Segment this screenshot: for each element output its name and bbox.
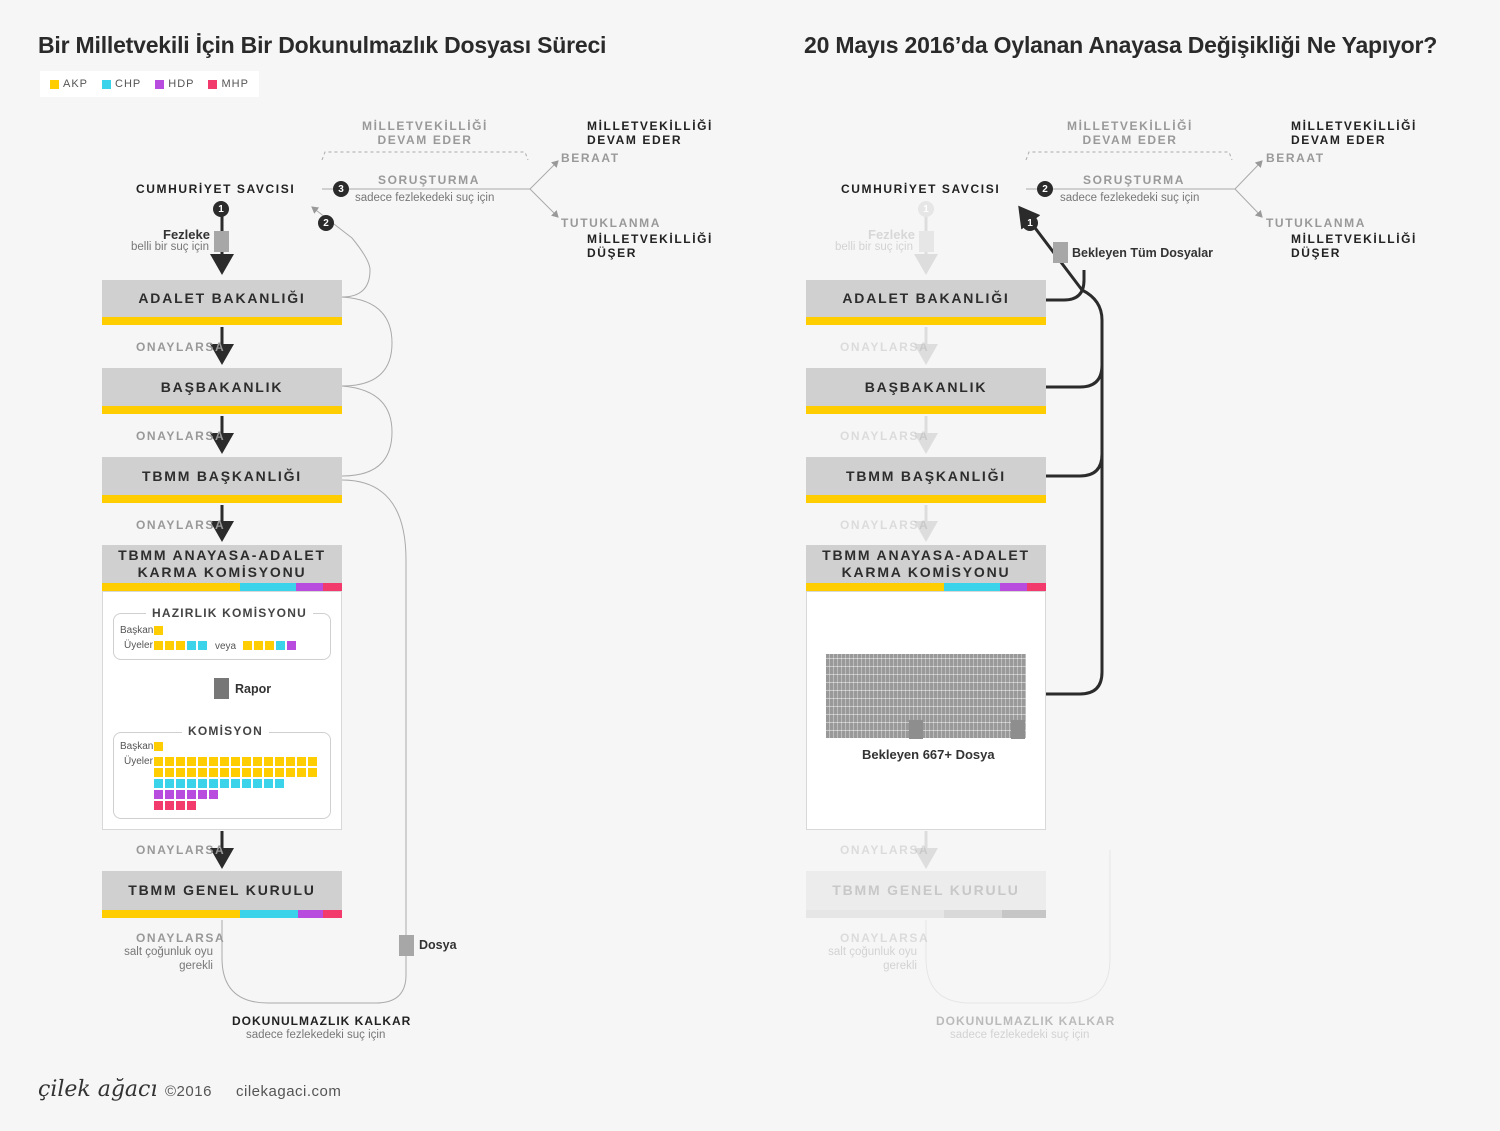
sorusturma-note: sadece fezlekedeki suç için	[355, 192, 495, 204]
legend-akp: AKP	[50, 78, 88, 90]
komisyon-baskan-seat	[154, 742, 163, 751]
right-tbmm-baskanligi-bar	[806, 495, 1046, 503]
right-step-1-badge: 1	[1022, 215, 1038, 231]
onaylarsa-4: ONAYLARSA	[136, 843, 226, 857]
karma-komisyon-bar	[102, 583, 342, 591]
salt-cogunluk-note: salt çoğunluk oyu gerekli	[124, 946, 213, 972]
dokunulmazlik-kalkar-label: DOKUNULMAZLIK KALKAR	[232, 1014, 412, 1028]
fezleke-note: belli bir suç için	[131, 241, 209, 253]
fezleke-label: Fezleke	[163, 227, 210, 242]
bekleyen-667-label: Bekleyen 667+ Dosya	[862, 747, 995, 762]
pending-file-icon-b	[1011, 720, 1025, 739]
right-genel-kurul-bar	[806, 910, 1046, 918]
bekleyen-tum-doc-icon	[1053, 242, 1068, 263]
devam-eder-label: MİLLETVEKİLLİĞİ DEVAM EDER	[587, 119, 713, 147]
legend-hdp: HDP	[155, 78, 194, 90]
right-sorusturma-note: sadece fezlekedeki suç için	[1060, 192, 1200, 204]
right-onaylarsa-4: ONAYLARSA	[840, 843, 930, 857]
right-step-2-badge: 2	[1037, 181, 1053, 197]
step-2-badge: 2	[318, 215, 334, 231]
fezleke-doc-icon	[214, 231, 229, 252]
left-title: Bir Milletvekili İçin Bir Dokunulmazlık …	[38, 32, 607, 58]
pending-file-icon-a	[909, 720, 923, 739]
right-dokunulmazlik-note: sadece fezlekedeki suç için	[950, 1029, 1090, 1041]
right-devam-eder-label: MİLLETVEKİLLİĞİ DEVAM EDER	[1291, 119, 1417, 147]
basbakanlik-box: BAŞBAKANLIK	[102, 368, 342, 406]
onaylarsa-3: ONAYLARSA	[136, 518, 226, 532]
right-faded-step-1-badge: 1	[918, 201, 934, 217]
devam-eder-dashed-label: MİLLETVEKİLLİĞİ DEVAM EDER	[362, 119, 488, 147]
adalet-bar	[102, 317, 342, 325]
komisyon-uyeler-label: Üyeler	[124, 756, 153, 767]
legend-mhp: MHP	[208, 78, 248, 90]
legend-chp: CHP	[102, 78, 141, 90]
hazirlik-uyeler-label: Üyeler	[124, 640, 153, 651]
party-legend: AKP CHP HDP MHP	[40, 71, 259, 97]
brand-logo: çilek ağacı	[38, 1077, 158, 1102]
right-genel-kurul-box: TBMM GENEL KURULU	[806, 871, 1046, 910]
hazirlik-title: HAZIRLIK KOMİSYONU	[146, 606, 313, 620]
genel-kurul-bar	[102, 910, 342, 918]
right-devam-eder-dashed-label: MİLLETVEKİLLİĞİ DEVAM EDER	[1067, 119, 1193, 147]
bekleyen-tum-label: Bekleyen Tüm Dosyalar	[1072, 246, 1214, 260]
right-karma-komisyon-bar	[806, 583, 1046, 591]
rapor-doc-icon	[214, 678, 229, 699]
genel-kurul-box: TBMM GENEL KURULU	[102, 871, 342, 910]
sorusturma-label: SORUŞTURMA	[378, 173, 480, 187]
rapor-label: Rapor	[235, 682, 272, 696]
dosya-doc-icon	[399, 935, 414, 956]
onaylarsa-1: ONAYLARSA	[136, 340, 226, 354]
beraat-label: BERAAT	[561, 151, 620, 165]
right-duser-label: MİLLETVEKİLLİĞİ DÜŞER	[1291, 232, 1417, 260]
hazirlik-baskan-seat	[154, 626, 163, 635]
adalet-bakanligi-box: ADALET BAKANLIĞI	[102, 280, 342, 317]
duser-label: MİLLETVEKİLLİĞİ DÜŞER	[587, 232, 713, 260]
komisyon-seat-grid	[154, 757, 329, 810]
hazirlik-seats-a	[154, 641, 209, 652]
basbakanlik-bar	[102, 406, 342, 414]
copyright: ©2016	[165, 1083, 212, 1100]
right-fezleke-doc-icon	[919, 231, 934, 252]
hazirlik-baskan-label: Başkan	[120, 625, 154, 636]
right-onaylarsa-2: ONAYLARSA	[840, 429, 930, 443]
komisyon-title: KOMİSYON	[182, 724, 269, 738]
site-link[interactable]: cilekagaci.com	[236, 1083, 342, 1100]
right-fezleke-label: Fezleke	[868, 227, 915, 242]
karma-komisyon-box: TBMM ANAYASA-ADALET KARMA KOMİSYONU	[102, 545, 342, 583]
hazirlik-seats-b	[243, 641, 298, 652]
onaylarsa-2: ONAYLARSA	[136, 429, 226, 443]
right-dokunulmazlik-kalkar-label: DOKUNULMAZLIK KALKAR	[936, 1014, 1116, 1028]
hazirlik-box	[113, 613, 331, 660]
veya-label: veya	[215, 641, 237, 652]
right-tbmm-baskanligi-box: TBMM BAŞKANLIĞI	[806, 457, 1046, 495]
right-savci-label: CUMHURİYET SAVCISI	[841, 182, 1001, 196]
right-basbakanlik-bar	[806, 406, 1046, 414]
right-beraat-label: BERAAT	[1266, 151, 1325, 165]
right-salt-cogunluk-note: salt çoğunluk oyu gerekli	[828, 946, 917, 972]
onaylarsa-5: ONAYLARSA	[136, 931, 226, 945]
step-1-badge: 1	[213, 201, 229, 217]
right-tutuklanma-label: TUTUKLANMA	[1266, 216, 1366, 230]
right-title: 20 Mayıs 2016’da Oylanan Anayasa Değişik…	[804, 32, 1438, 58]
right-adalet-box: ADALET BAKANLIĞI	[806, 280, 1046, 317]
tutuklanma-label: TUTUKLANMA	[561, 216, 661, 230]
right-adalet-bar	[806, 317, 1046, 325]
right-fezleke-note: belli bir suç için	[835, 241, 913, 253]
tbmm-baskanligi-bar	[102, 495, 342, 503]
right-sorusturma-label: SORUŞTURMA	[1083, 173, 1185, 187]
pending-files-stack	[826, 654, 1026, 738]
dokunulmazlik-note: sadece fezlekedeki suç için	[246, 1029, 386, 1041]
right-onaylarsa-3: ONAYLARSA	[840, 518, 930, 532]
dosya-label: Dosya	[419, 938, 457, 952]
pending-files-texture	[826, 654, 1026, 738]
tbmm-baskanligi-box: TBMM BAŞKANLIĞI	[102, 457, 342, 495]
step-3-badge: 3	[333, 181, 349, 197]
komisyon-baskan-label: Başkan	[120, 741, 154, 752]
right-karma-komisyon-box: TBMM ANAYASA-ADALET KARMA KOMİSYONU	[806, 545, 1046, 583]
right-onaylarsa-1: ONAYLARSA	[840, 340, 930, 354]
savci-label: CUMHURİYET SAVCISI	[136, 182, 296, 196]
right-basbakanlik-box: BAŞBAKANLIK	[806, 368, 1046, 406]
right-onaylarsa-5: ONAYLARSA	[840, 931, 930, 945]
